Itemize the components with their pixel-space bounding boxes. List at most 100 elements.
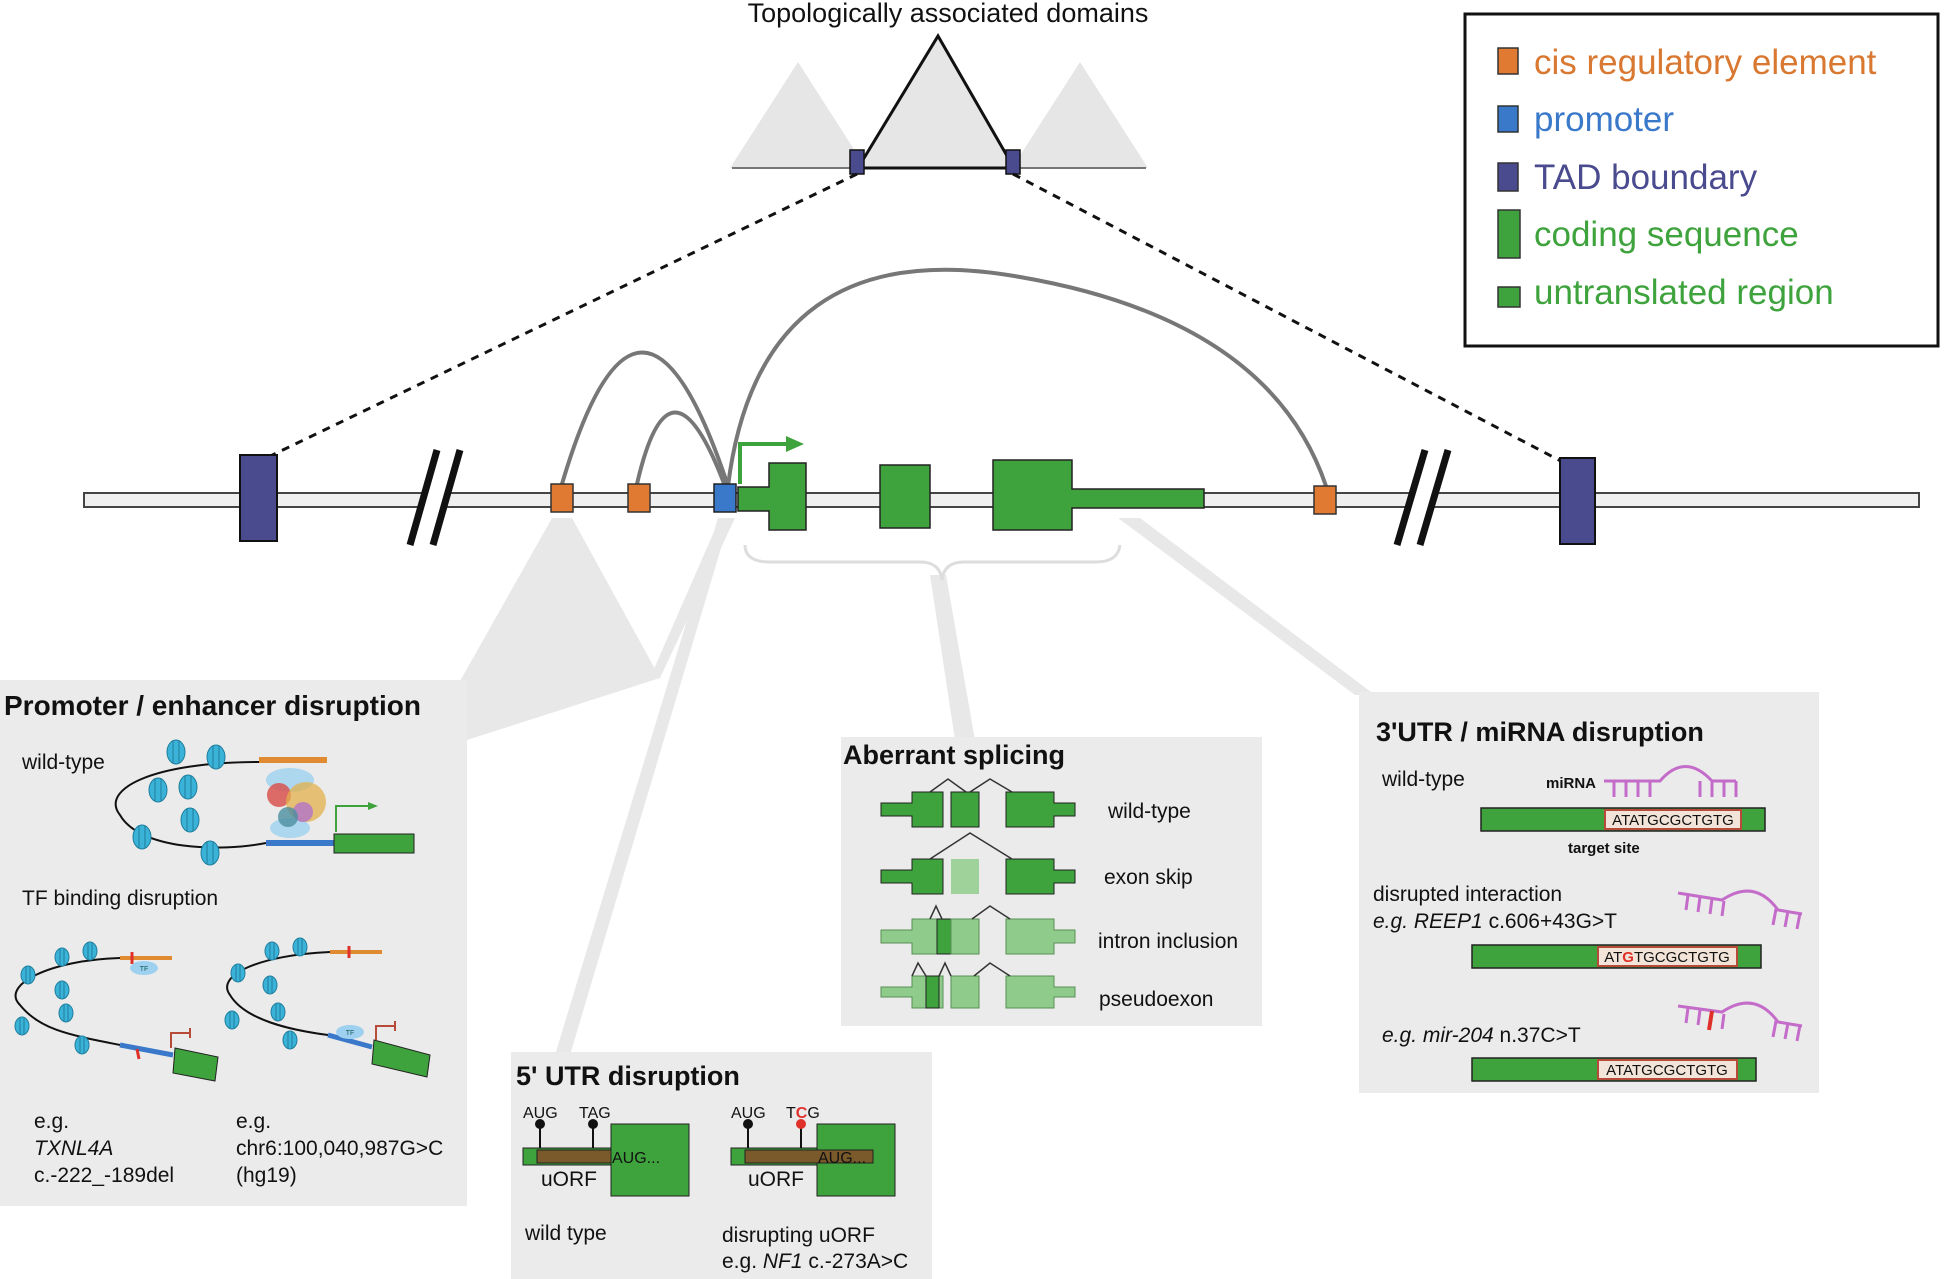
- svg-text:TF: TF: [140, 966, 149, 973]
- zoom-line-right: [1012, 172, 1579, 472]
- tf-example1-repressed: [170, 1028, 191, 1048]
- utr5-mut-uorf-label: uORF: [748, 1168, 804, 1191]
- mirna-mutant: [1677, 1001, 1803, 1042]
- target-site-label: target site: [1568, 840, 1640, 857]
- wedge-splicing: [930, 575, 975, 740]
- utr3-mut2-target-site: [1597, 1059, 1738, 1080]
- tad-title: Topologically associated domains: [748, 0, 1149, 28]
- tss-arrow-head: [786, 436, 804, 452]
- nucleosome: [132, 824, 152, 850]
- tf-example2-tf: [336, 1025, 364, 1039]
- exon-3-with-3utr: [992, 459, 1205, 531]
- utr5-wt-main-aug: AUG...: [612, 1150, 660, 1167]
- tf-example2-gene: [371, 1039, 431, 1078]
- utr5-mut-aug: AUG: [731, 1105, 766, 1122]
- utr5-mut-aug-pin: [743, 1119, 753, 1129]
- gene-model: [83, 267, 1920, 581]
- tad-boundary-main-left: [239, 454, 278, 542]
- splice-row-exon-skip: exon skip: [880, 832, 1193, 895]
- legend-utr-swatch: [1497, 286, 1521, 308]
- svg-text:e.g. REEP1 c.606+43G>T: e.g. REEP1 c.606+43G>T: [1373, 910, 1617, 933]
- splicing-panel-title: Aberrant splicing: [843, 740, 1065, 770]
- break-mark-right-2: [1416, 449, 1452, 546]
- mirna-disrupted: [1677, 889, 1803, 930]
- legend-box: [1463, 12, 1940, 348]
- splicing-panel: Aberrant splicing wild-type exon skip in…: [841, 737, 1262, 1026]
- promoter-panel-title: Promoter / enhancer disruption: [4, 690, 421, 721]
- loop-3prime-element: [726, 267, 1328, 487]
- wedge-5utr: [555, 518, 730, 1055]
- utr5-wt-cds: [610, 1123, 690, 1197]
- loop-enhancer-1: [560, 350, 730, 487]
- splice-row-wildtype: wild-type: [880, 778, 1191, 828]
- utr5-mut-uorf: [744, 1149, 874, 1164]
- break-mark-right-1: [1393, 449, 1429, 546]
- utr5-mut-example-gene: NF1: [763, 1250, 803, 1273]
- tad-boundary-main-right: [1559, 457, 1596, 545]
- tf-example1-dna: [14, 957, 121, 1046]
- utr3-example2-prefix: e.g.: [1382, 1024, 1417, 1047]
- utr5-wt-aug: AUG: [523, 1105, 558, 1122]
- utr5-panel: 5' UTR disruption AUG TAG uORF AUG... wi…: [511, 1052, 932, 1279]
- splice-row-pseudoexon: pseudoexon: [880, 961, 1213, 1011]
- utr5-mut-example-variant: c.-273A>C: [808, 1250, 908, 1273]
- tad-left-triangle: [730, 62, 866, 168]
- utr3-example2-variant: n.37C>T: [1500, 1024, 1581, 1047]
- example1-variant: c.-222_-189del: [34, 1164, 174, 1187]
- wedge-3utr: [1118, 518, 1375, 695]
- cre-3: [1313, 485, 1337, 515]
- legend-tad-label: TAD boundary: [1534, 158, 1758, 197]
- example2-prefix: e.g.: [236, 1110, 271, 1133]
- wedge-enhancer: [455, 518, 660, 690]
- tad-section: Topologically associated domains: [261, 0, 1579, 472]
- loop-enhancer-2: [635, 410, 727, 487]
- mir204-variant-mark: [1707, 1010, 1714, 1031]
- promoter-panel-bg: [0, 680, 467, 1206]
- exon-1: [737, 462, 807, 531]
- legend-cds-label: coding sequence: [1534, 215, 1799, 254]
- break-mark-left-1: [406, 449, 441, 546]
- splice-label-pseudoexon: pseudoexon: [1099, 988, 1213, 1011]
- utr5-mut-stop-pin: [796, 1119, 806, 1129]
- svg-text:TF: TF: [346, 1030, 355, 1037]
- svg-text:e.g. mir-204 n.37C>T: e.g. mir-204 n.37C>T: [1382, 1024, 1581, 1047]
- tf-example2-dna: [226, 951, 331, 1036]
- example1-prefix: e.g.: [34, 1110, 69, 1133]
- legend-cre-label: cis regulatory element: [1534, 43, 1877, 82]
- utr5-mut-stop-mut: C: [796, 1105, 808, 1122]
- nucleosome: [180, 807, 200, 833]
- splice-label-intron-inclusion: intron inclusion: [1098, 930, 1238, 953]
- wedge-promoter: [650, 518, 735, 678]
- utr3-wildtype-label: wild-type: [1381, 768, 1465, 791]
- svg-text:TCG: TCG: [786, 1105, 820, 1122]
- exon-brace: [743, 544, 1122, 581]
- utr3-wt-target-seq: ATATGCGCTGTG: [1612, 812, 1734, 829]
- cre-1: [550, 483, 574, 513]
- tad-right-triangle: [1012, 62, 1148, 168]
- disrupted-label: disrupted interaction: [1373, 883, 1562, 906]
- promoter-panel: Promoter / enhancer disruption wild-type…: [0, 678, 660, 1206]
- utr3-example1-variant: c.606+43G>T: [1489, 910, 1618, 933]
- wildtype-label: wild-type: [21, 751, 105, 774]
- tf-example1-gene: [172, 1047, 219, 1082]
- utr3-mut1-seq-suffix: TGCGCTGTG: [1634, 949, 1730, 966]
- nucleosome: [178, 774, 198, 800]
- legend: cis regulatory element promoter TAD boun…: [1463, 12, 1940, 348]
- utr3-wt-target-site: [1604, 809, 1742, 830]
- utr3-mut1-seq-mut: G: [1622, 949, 1634, 966]
- tss-arrow-line: [738, 442, 790, 484]
- utr3-panel-title: 3'UTR / miRNA disruption: [1376, 717, 1704, 747]
- callout-wedges: [455, 518, 1375, 1055]
- tad-boundary-left: [849, 149, 865, 175]
- nucleosome: [206, 744, 226, 770]
- splice-label-exon-skip: exon skip: [1104, 866, 1193, 889]
- utr3-example2-gene: mir-204: [1423, 1024, 1494, 1047]
- utr5-wt-caption: wild type: [524, 1222, 607, 1245]
- example2-variant: chr6:100,040,987G>C: [236, 1137, 443, 1160]
- break-gap-right: [1400, 447, 1448, 548]
- utr5-panel-title: 5' UTR disruption: [516, 1061, 740, 1091]
- utr5-wt-stop-pin: [588, 1119, 598, 1129]
- splice-label-wildtype: wild-type: [1107, 800, 1191, 823]
- utr5-wt-aug-pin: [535, 1119, 545, 1129]
